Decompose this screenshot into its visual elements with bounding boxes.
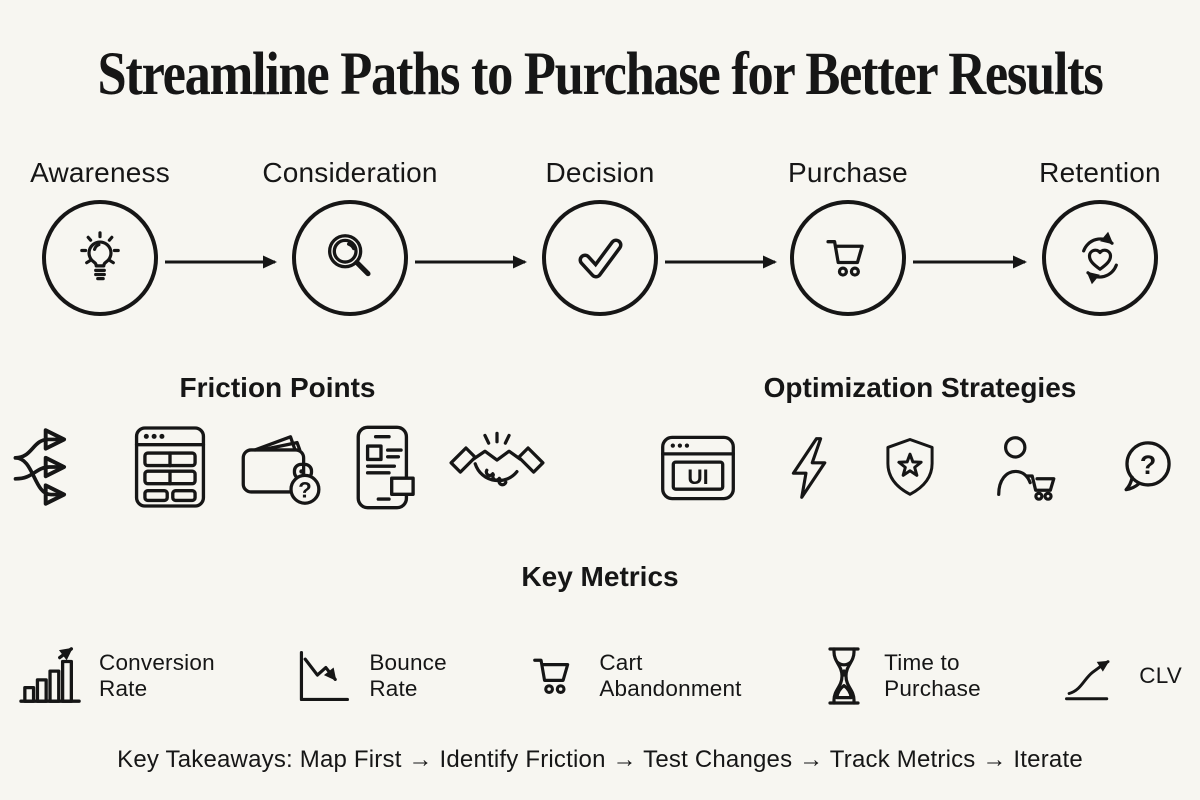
metric-time-to-purchase: Time to Purchase [819,644,981,708]
heart-loop-icon [1082,231,1118,285]
svg-text:UI: UI [687,466,708,489]
journey-arrow [913,255,1027,269]
page-title: Streamline Paths to Purchase for Better … [97,41,1104,108]
hourglass-icon [828,647,860,705]
checkmark-icon [578,238,623,279]
svg-text:?: ? [1140,450,1156,480]
metrics-row: Conversion Rate Bounce Rate Cart Aban [18,633,1182,719]
growth-curve-icon [1065,660,1110,701]
metric-label: Cart Abandonment [599,650,742,701]
stage-label: Decision [545,157,655,188]
shopping-cart-icon [826,240,864,277]
stage-purchase: Purchase [763,157,933,316]
metric-cart-abandonment: Cart Abandonment [524,648,741,704]
journey-arrow [415,255,527,269]
ui-window-icon: UI [661,435,735,501]
stage-label: Consideration [262,157,438,188]
line-chart-down-icon [300,650,350,702]
metrics-heading: Key Metrics [521,561,679,592]
question-bubble-icon: ? [1124,441,1171,492]
handshake-icon [449,431,545,487]
long-form-icon [134,426,205,508]
lightning-icon [791,437,827,499]
stage-label: Purchase [788,157,908,188]
journey-arrow [665,255,777,269]
friction-heading: Friction Points [179,372,376,403]
shield-star-icon [886,438,934,496]
stage-retention: Retention [1015,157,1185,316]
journey-arrow [165,255,277,269]
wallet-question-icon: ? [241,435,320,505]
stage-label: Awareness [30,157,170,188]
stage-circle [790,200,906,316]
stage-circle [542,200,658,316]
friction-icon-row: ? [10,415,548,519]
key-takeaways-text: Key Takeaways: Map First → Identify Fric… [117,746,1083,773]
metric-label: CLV [1139,663,1182,689]
optimization-heading: Optimization Strategies [763,372,1077,403]
mobile-layout-icon [356,425,416,509]
stage-consideration: Consideration [262,157,438,316]
metric-label: Bounce Rate [369,650,447,701]
magnifying-glass-icon [328,234,371,277]
metric-bounce-rate: Bounce Rate [292,646,447,706]
metric-label: Time to Purchase [884,650,981,701]
metric-label: Conversion Rate [99,650,215,701]
stage-circle [1042,200,1158,316]
stage-circle [292,200,408,316]
metric-clv: CLV [1058,648,1182,704]
svg-text:?: ? [298,477,312,502]
stage-circle [42,200,158,316]
shopper-cart-icon [997,436,1056,501]
cart-metric-icon [533,658,570,695]
lightbulb-icon [80,231,120,281]
optimization-icon-row: UI ? [658,420,1180,516]
bar-chart-up-icon [19,647,81,703]
stage-label: Retention [1039,157,1161,188]
stage-decision: Decision [515,157,685,316]
metric-conversion-rate: Conversion Rate [18,645,215,707]
stage-awareness: Awareness [15,157,185,316]
diverging-arrows-icon [13,428,67,506]
